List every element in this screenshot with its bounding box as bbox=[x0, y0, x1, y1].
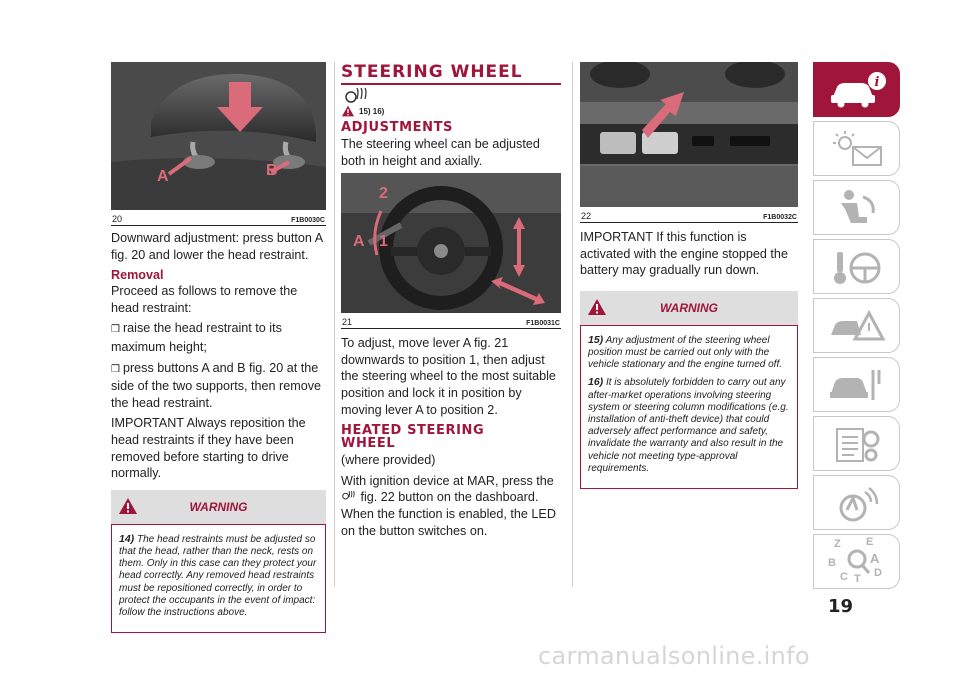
removal-step-2: press buttons A and B fig. 20 at the sid… bbox=[111, 360, 326, 412]
heated-instructions: With ignition device at MAR, press the f… bbox=[341, 473, 561, 539]
tab-safety[interactable] bbox=[813, 180, 900, 235]
battery-important-note: IMPORTANT If this function is activated … bbox=[580, 230, 788, 278]
column-3: 22 F1B0032C IMPORTANT If this function i… bbox=[580, 62, 798, 490]
warning-box: 14) The head restraints must be adjusted… bbox=[111, 523, 326, 634]
steering-wheel-illustration bbox=[341, 173, 561, 314]
index-letter-e: E bbox=[866, 536, 874, 548]
figure-caption: 21 F1B0031C bbox=[341, 313, 561, 330]
warning-banner: WARNING bbox=[111, 489, 326, 524]
specs-gear-icon bbox=[835, 427, 879, 462]
svg-text:i: i bbox=[874, 75, 879, 90]
figure-number: 21 bbox=[342, 317, 353, 328]
warning-references: 15) 16) bbox=[341, 105, 561, 117]
breakdown-warning-icon bbox=[830, 309, 886, 340]
figure-label-b: B bbox=[266, 162, 278, 179]
warning-triangle-icon bbox=[342, 105, 354, 117]
warning-title: WARNING bbox=[189, 499, 248, 514]
warning-text: The head restraints must be adjusted so … bbox=[119, 533, 317, 618]
column-divider-2 bbox=[572, 62, 573, 587]
index-letter-c: C bbox=[840, 571, 848, 583]
tab-index[interactable]: Z E B A C D T bbox=[813, 534, 900, 589]
page-number: 19 bbox=[828, 596, 854, 617]
index-letter-b: B bbox=[828, 557, 836, 569]
heated-steering-wheel-icon bbox=[342, 491, 355, 500]
tab-technical-specs[interactable] bbox=[813, 416, 900, 471]
tab-car-info[interactable]: i bbox=[813, 62, 900, 117]
dashboard-button-illustration bbox=[580, 62, 798, 207]
where-provided-note: (where provided) bbox=[341, 453, 436, 468]
warning-box: 15) Any adjustment of the steering wheel… bbox=[580, 324, 798, 490]
figure-code: F1B0030C bbox=[291, 217, 325, 224]
chapter-tabs: i bbox=[813, 62, 900, 593]
figure-label-2: 2 bbox=[379, 185, 388, 203]
warning-item-14: 14) The head restraints must be adjusted… bbox=[119, 533, 319, 619]
warning-item-16: 16) It is absolutely forbidden to carry … bbox=[588, 376, 791, 475]
index-letter-t: T bbox=[854, 573, 861, 585]
car-info-icon: i bbox=[830, 71, 886, 107]
heated-steering-heading: HEATED STEERING WHEEL bbox=[341, 424, 561, 450]
airbag-occupant-icon bbox=[840, 189, 875, 223]
removal-step-1: raise the head restraint to its maximum … bbox=[111, 320, 326, 355]
index-letter-z: Z bbox=[834, 538, 841, 550]
warning-number-16: 16) bbox=[588, 376, 604, 389]
figure-number: 20 bbox=[112, 214, 123, 224]
figure-caption: 22 F1B0032C bbox=[580, 207, 798, 223]
downward-adjustment-text: Downward adjustment: press button A fig.… bbox=[111, 231, 323, 262]
figure-22-dashboard-button bbox=[580, 62, 798, 207]
light-message-icon bbox=[832, 130, 882, 166]
heated-steering-wheel-icon bbox=[345, 87, 367, 103]
tab-starting-driving[interactable] bbox=[813, 239, 900, 294]
figure-label-a: A bbox=[157, 168, 169, 185]
figure-number: 22 bbox=[581, 211, 592, 221]
removal-intro: Proceed as follows to remove the head re… bbox=[111, 284, 298, 315]
section-title: STEERING WHEEL bbox=[341, 62, 561, 85]
column-divider-1 bbox=[334, 62, 335, 587]
key-steering-icon bbox=[833, 251, 880, 284]
figure-label-a: A bbox=[353, 233, 365, 251]
warning-number: 14) bbox=[119, 532, 135, 545]
figure-caption: 20 F1B0030C bbox=[111, 210, 326, 226]
index-search-icon bbox=[847, 549, 870, 574]
warning-banner: WARNING bbox=[580, 290, 798, 325]
warning-number-15: 15) bbox=[588, 333, 604, 346]
figure-code: F1B0032C bbox=[763, 214, 797, 221]
adjust-procedure-text: To adjust, move lever A fig. 21 downward… bbox=[341, 336, 556, 417]
figure-20-head-restraint: A B bbox=[111, 62, 326, 210]
figure-code: F1B0031C bbox=[526, 320, 560, 328]
index-letter-d: D bbox=[874, 567, 882, 579]
tab-multimedia[interactable] bbox=[813, 475, 900, 530]
figure-21-steering-wheel: A 1 2 bbox=[341, 173, 561, 314]
watermark: carmanualsonline.info bbox=[538, 642, 810, 670]
warning-triangle-icon bbox=[588, 298, 606, 315]
removal-step-2-text: press buttons A and B fig. 20 at the sid… bbox=[111, 360, 322, 410]
reference-numbers: 15) 16) bbox=[359, 106, 385, 116]
removal-heading: Removal bbox=[111, 268, 164, 283]
heated-instructions-c: When the function is enabled, the LED on… bbox=[341, 506, 556, 538]
warning-text-16: It is absolutely forbidden to carry out … bbox=[588, 377, 789, 474]
heated-instructions-b: fig. 22 button on the dashboard. bbox=[360, 490, 539, 505]
tab-dashboard[interactable] bbox=[813, 121, 900, 176]
warning-title: WARNING bbox=[660, 300, 718, 315]
heated-title-line-2: WHEEL bbox=[341, 436, 396, 452]
tab-emergency[interactable] bbox=[813, 298, 900, 353]
warning-triangle-icon bbox=[119, 497, 137, 514]
index-letter-a: A bbox=[870, 551, 880, 566]
head-restraint-illustration bbox=[111, 62, 326, 210]
column-1: A B 20 F1B0030C Downward adjustment: pre… bbox=[111, 62, 326, 634]
multimedia-icon bbox=[839, 486, 878, 521]
car-tools-icon bbox=[829, 369, 880, 400]
tab-maintenance[interactable] bbox=[813, 357, 900, 412]
figure-label-1: 1 bbox=[379, 233, 388, 251]
adjustments-heading: ADJUSTMENTS bbox=[341, 120, 454, 135]
removal-step-1-text: raise the head restraint to its maximum … bbox=[111, 321, 282, 354]
warning-item-15: 15) Any adjustment of the steering wheel… bbox=[588, 334, 791, 372]
adjustments-text: The steering wheel can be adjusted both … bbox=[341, 137, 540, 168]
heated-instructions-a: With ignition device at MAR, press the bbox=[341, 473, 554, 488]
warning-text-15: Any adjustment of the steering wheel pos… bbox=[588, 334, 783, 371]
important-note: IMPORTANT Always reposition the head res… bbox=[111, 416, 306, 481]
column-2: STEERING WHEEL 15) 16) ADJUSTMENTS The s… bbox=[341, 62, 561, 543]
heated-title-line-1: HEATED STEERING bbox=[341, 423, 485, 439]
